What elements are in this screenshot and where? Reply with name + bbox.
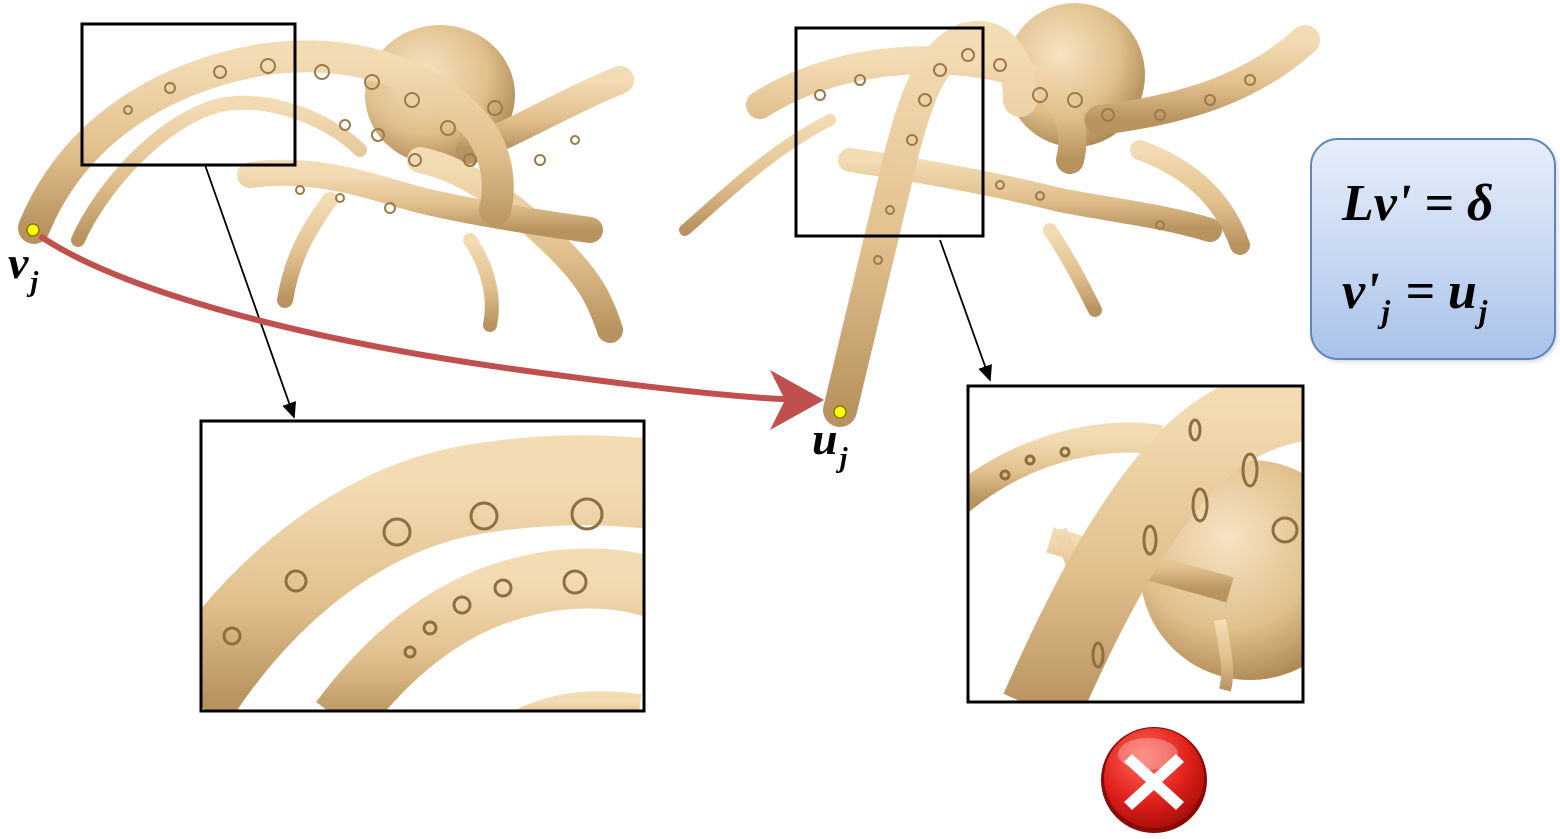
cross-icon bbox=[1098, 724, 1210, 836]
eq2-rest: = u bbox=[1392, 263, 1477, 320]
octopus-original bbox=[27, 25, 620, 330]
equation-constraint: v'j = uj bbox=[1342, 262, 1489, 330]
label-source-main: v bbox=[8, 237, 28, 288]
label-source-sub: j bbox=[30, 267, 38, 298]
eq2-main: v' bbox=[1342, 263, 1380, 320]
zoom-view-deformed bbox=[960, 386, 1360, 710]
equation-laplacian: Lv' = δ bbox=[1342, 174, 1494, 233]
zoom-arrow-right bbox=[940, 240, 990, 380]
label-target-main: u bbox=[812, 413, 838, 464]
mapping-arrow bbox=[40, 236, 812, 400]
octopus-deformed bbox=[685, 3, 1305, 418]
source-point bbox=[27, 224, 39, 236]
label-target-sub: j bbox=[840, 443, 848, 474]
label-target-vertex: uj bbox=[812, 412, 848, 475]
zoom-view-original bbox=[190, 421, 660, 720]
eq2-sub2: j bbox=[1479, 294, 1488, 329]
equation-box: Lv' = δ v'j = uj bbox=[1310, 138, 1556, 360]
eq2-sub: j bbox=[1382, 294, 1391, 329]
label-source-vertex: vj bbox=[8, 236, 38, 299]
